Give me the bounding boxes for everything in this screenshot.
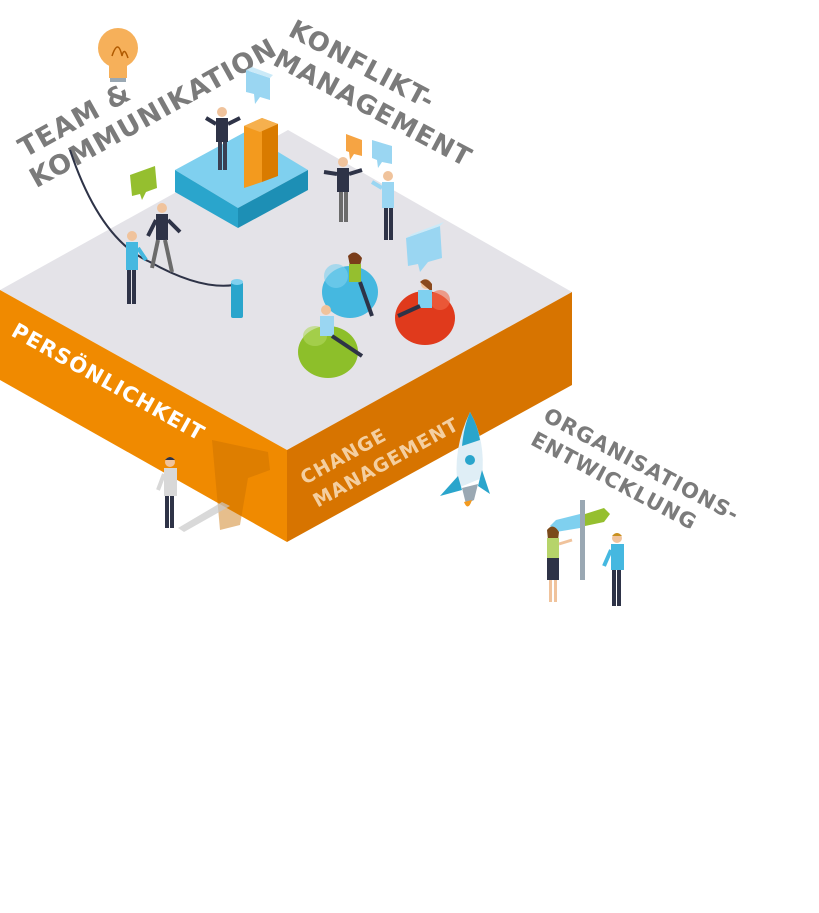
person-front xyxy=(156,457,177,528)
person-conflict-left xyxy=(323,157,363,222)
platform xyxy=(0,130,572,542)
person-beanbag-blue xyxy=(348,252,374,317)
orange-column xyxy=(244,118,278,188)
lightbulb-icon xyxy=(98,28,138,82)
person-signpost-man xyxy=(602,533,624,606)
rope-barrier xyxy=(69,149,243,318)
platform-top-face xyxy=(0,130,572,450)
person-beanbag-red xyxy=(397,279,432,318)
person-team-walking xyxy=(146,203,182,273)
beanbag-blue xyxy=(322,264,378,318)
person-speaker xyxy=(204,107,241,170)
speech-bubble-icon xyxy=(372,140,392,168)
platform-right-face xyxy=(287,292,572,542)
signpost-icon xyxy=(550,500,610,580)
platform-left-face xyxy=(0,290,287,542)
rocket-icon xyxy=(440,412,490,507)
speech-bubble-icon xyxy=(346,134,362,160)
person-beanbag-green xyxy=(320,305,364,358)
beanbag-red xyxy=(395,290,455,345)
ground-shadow xyxy=(178,502,230,532)
person-signpost-woman xyxy=(547,526,573,602)
speech-bubble-icon xyxy=(406,222,444,272)
person-conflict-right xyxy=(370,171,394,240)
speech-bubble-icon xyxy=(130,166,157,200)
speech-bubble-icon xyxy=(246,67,273,104)
person-team-standing xyxy=(126,231,148,304)
